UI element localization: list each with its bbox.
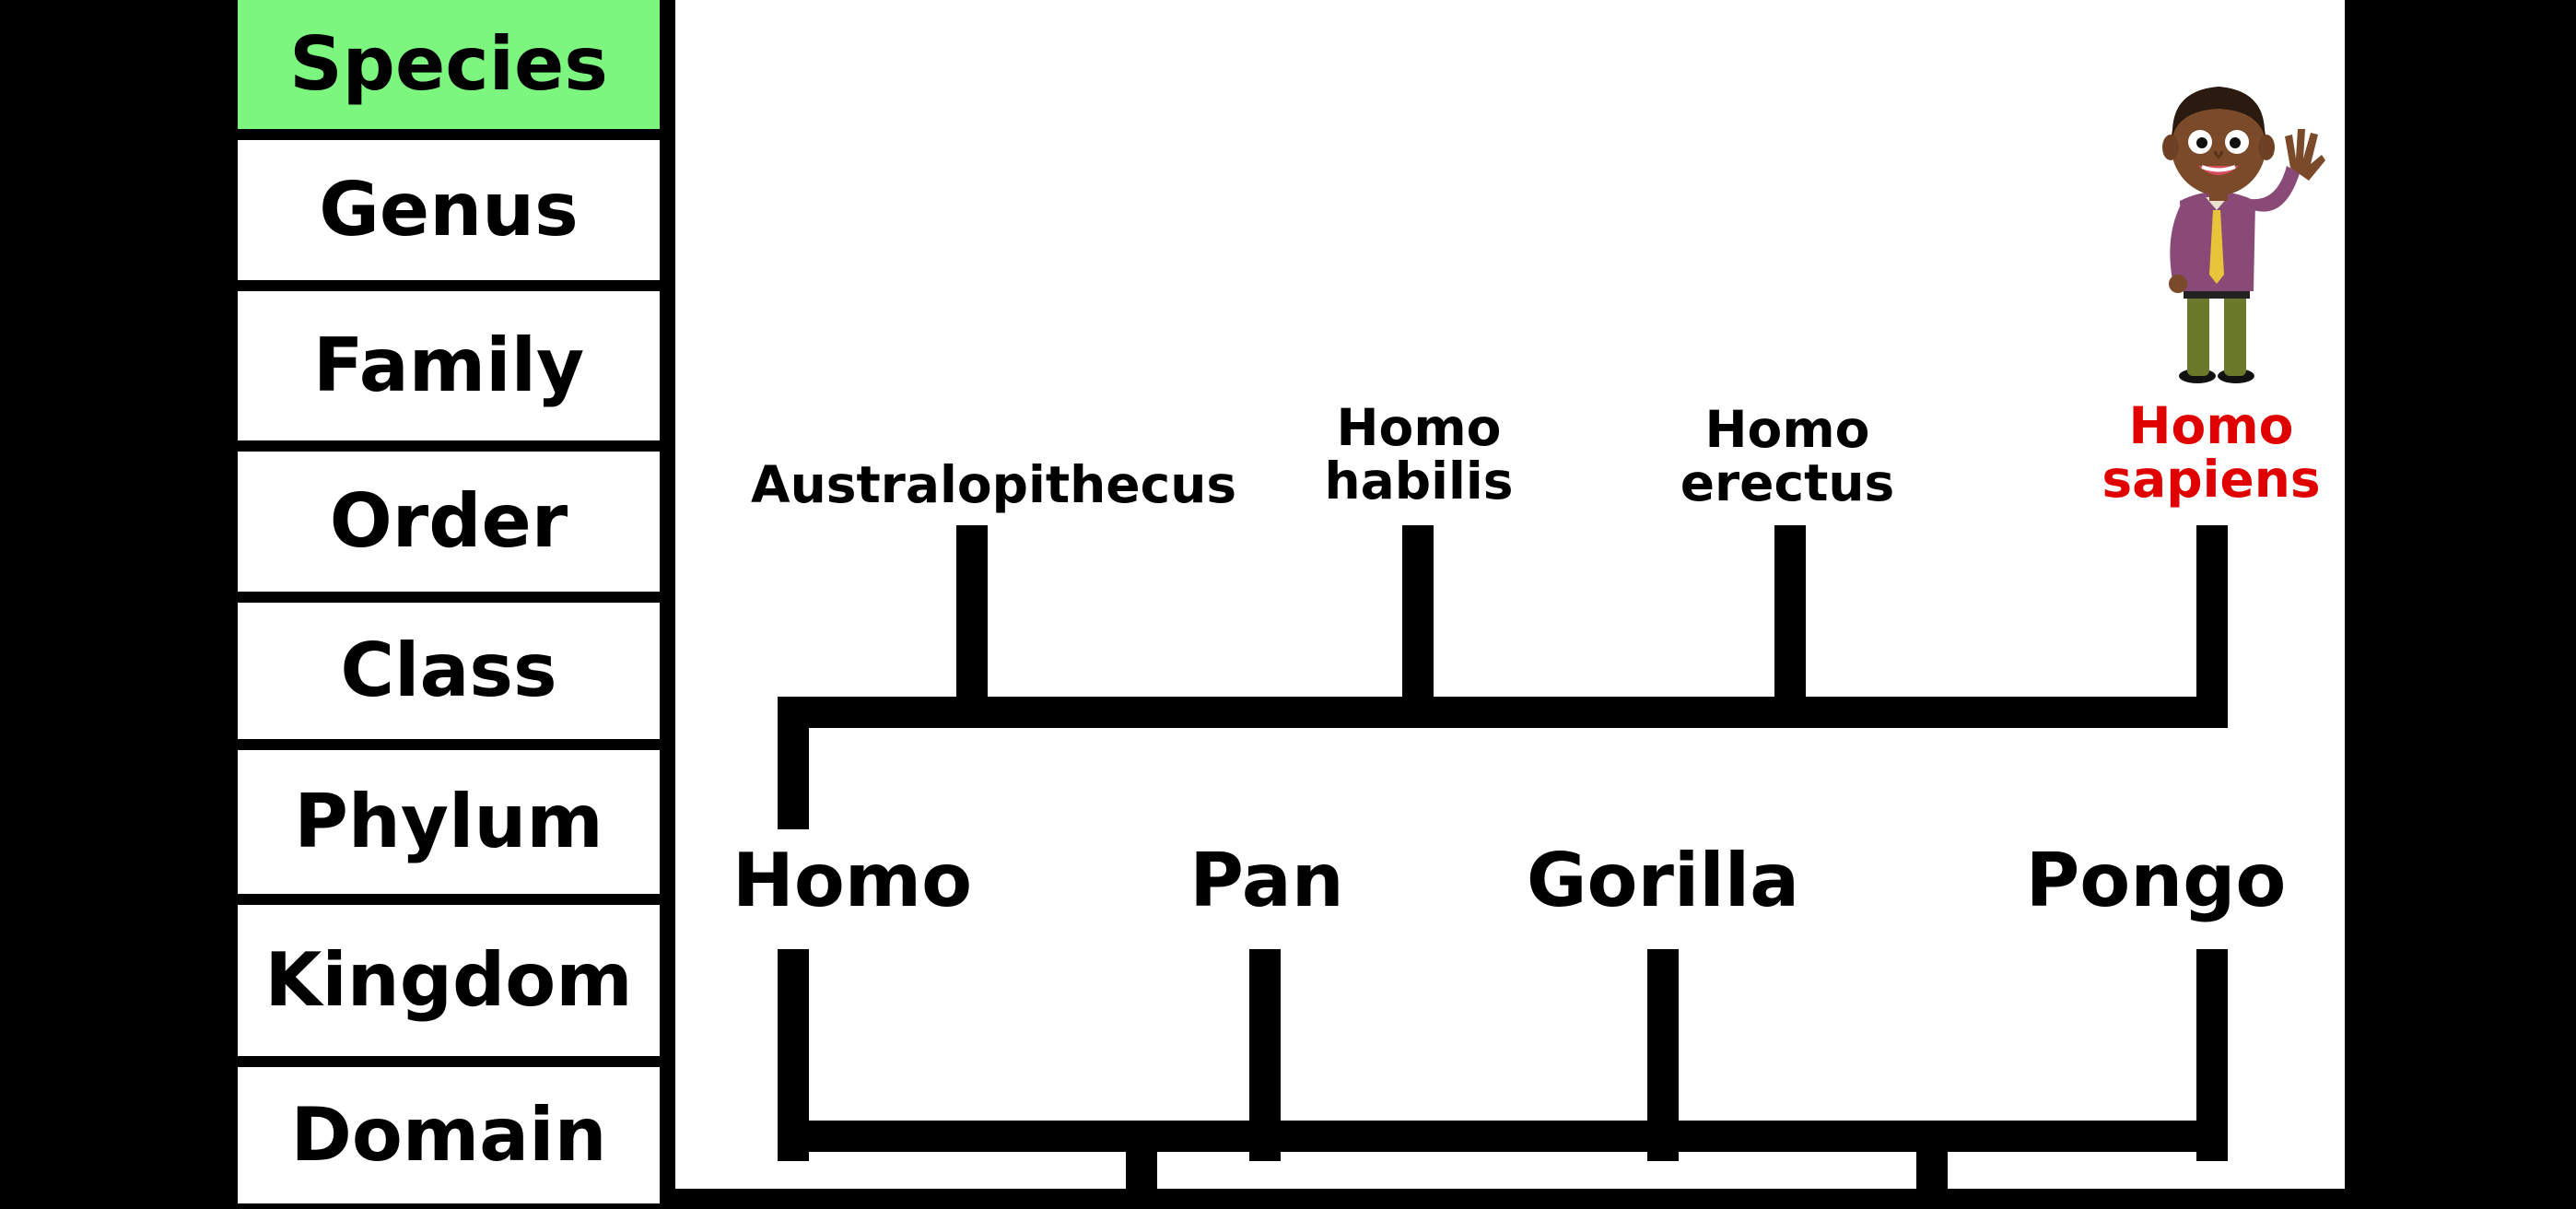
species-name-line1: Australopithecus xyxy=(751,455,1237,514)
rank-label: Species xyxy=(289,21,608,107)
rank-species: Species xyxy=(232,0,665,135)
branch-homo-sapiens xyxy=(2196,525,2228,728)
species-crossbar xyxy=(778,697,2228,728)
species-label-australopithecus: Australopithecus xyxy=(751,455,1237,514)
branch-homo-erectus xyxy=(1774,525,1806,710)
species-name-line2: sapiens xyxy=(2102,449,2321,509)
genus-label-gorilla: Gorilla xyxy=(1526,838,1800,923)
rank-label: Class xyxy=(340,628,557,713)
family-stem-left xyxy=(1126,1121,1157,1189)
rank-genus: Genus xyxy=(232,135,665,286)
species-label-homo-erectus: Homo erectus xyxy=(1658,400,1916,512)
species-name-line1: Homo xyxy=(1336,398,1502,457)
diagram-canvas xyxy=(675,0,2345,1189)
species-name-line1: Homo xyxy=(1704,400,1870,459)
species-label-homo-sapiens: Homo sapiens xyxy=(2082,396,2340,509)
branch-australopithecus xyxy=(956,525,988,710)
genus-label-pongo: Pongo xyxy=(2025,838,2287,923)
species-label-homo-habilis: Homo habilis xyxy=(1290,398,1548,511)
rank-family: Family xyxy=(232,286,665,446)
rank-label: Order xyxy=(329,478,568,564)
rank-phylum: Phylum xyxy=(232,745,665,899)
genus-label-homo: Homo xyxy=(732,838,973,923)
species-name-line2: erectus xyxy=(1680,452,1895,512)
rank-domain: Domain xyxy=(232,1062,665,1209)
genus-crossbar xyxy=(778,1121,2228,1152)
species-name-line1: Homo xyxy=(2128,396,2294,455)
waving-cartoon-man-icon xyxy=(2162,87,2325,383)
homo-to-species-stem xyxy=(778,697,809,829)
family-stem-right xyxy=(1916,1121,1948,1189)
rank-label: Phylum xyxy=(294,779,603,864)
rank-label: Family xyxy=(312,323,585,408)
branch-homo-habilis xyxy=(1402,525,1434,710)
species-name-line2: habilis xyxy=(1324,451,1514,511)
rank-class: Class xyxy=(232,597,665,745)
rank-kingdom: Kingdom xyxy=(232,899,665,1062)
genus-label-pan: Pan xyxy=(1189,838,1344,923)
rank-order: Order xyxy=(232,446,665,597)
rank-label: Genus xyxy=(319,167,579,252)
rank-label: Domain xyxy=(290,1092,607,1178)
rank-label: Kingdom xyxy=(264,937,633,1023)
